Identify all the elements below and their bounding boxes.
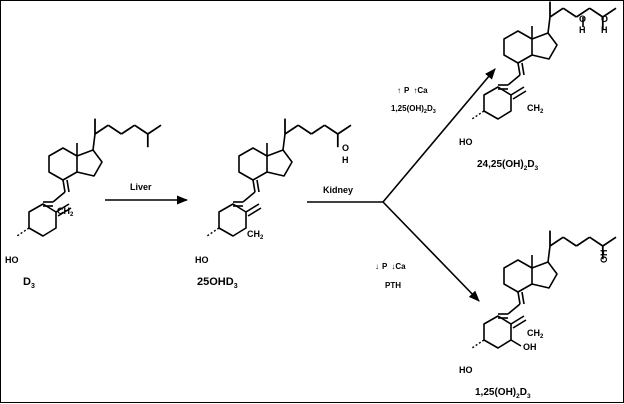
d3-ho-label: HO [5, 255, 19, 265]
25ohd3-ch2-label: CH2 [247, 229, 264, 241]
24-25-name-label: 24,25(OH)2D3 [477, 159, 539, 172]
up-condition-label: ↑P↑Ca [397, 86, 428, 95]
24-25-ch2-label: CH2 [527, 103, 544, 115]
arrow-to-1-25 [382, 201, 480, 302]
liver-label: Liver [130, 182, 152, 192]
kidney-label: Kidney [323, 185, 353, 195]
structure-25ohd3 [206, 117, 352, 237]
24-25-ho-label: HO [459, 137, 473, 147]
d3-name-label: D3 [23, 276, 35, 290]
1-25-oh-label: OH [599, 250, 609, 264]
structure-24-25-oh2d3 [471, 1, 617, 120]
25ohd3-h-label: H [342, 155, 349, 165]
25ohd3-o-label: O [342, 143, 349, 153]
1-25-oh-ring-label: OH [523, 342, 537, 352]
24-25-oh-left: O [579, 14, 586, 24]
structure-d3 [16, 117, 162, 237]
25ohd3-name-label: 25OHD3 [197, 276, 238, 290]
d3-ch2-label: CH2 [57, 206, 74, 218]
arrow-to-24-25 [382, 68, 496, 203]
structure-1-25-oh2d3 [471, 229, 617, 349]
1-25-name-label: 1,25(OH)2D3 [475, 387, 531, 400]
1-25-ho-label: HO [459, 365, 473, 375]
24-25-oh-right: O [601, 14, 608, 24]
down-condition-label: ↓P↓Ca [375, 262, 406, 271]
1-25-ch2-label: CH2 [527, 328, 544, 340]
up-condition-metabolite: 1,25(OH)2D3 [391, 104, 436, 115]
25ohd3-ho-label: HO [195, 255, 209, 265]
24-25-h-right: H [601, 25, 608, 35]
down-condition-hormone: PTH [385, 281, 401, 290]
24-25-h-left: H [579, 25, 586, 35]
